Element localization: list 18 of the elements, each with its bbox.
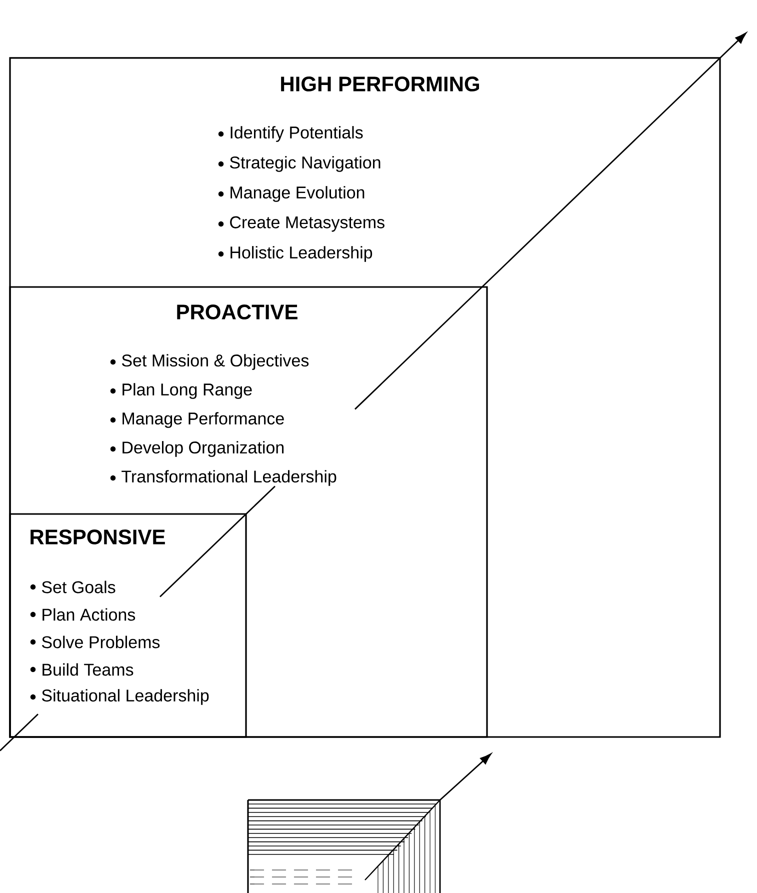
bullet-item: Transformational Leadership	[110, 470, 336, 486]
bullet-item: Manage Performance	[110, 412, 284, 428]
bullet-item: Set Mission & Objectives	[110, 354, 309, 370]
stage-heading: RESPONSIVE	[30, 530, 165, 544]
bullet-item: Create Metasystems	[218, 216, 384, 232]
bullet-item: Identify Potentials	[218, 126, 363, 142]
bullet-item: Manage Evolution	[218, 186, 364, 202]
bullet-item: Build Teams	[30, 663, 134, 676]
bullet-item: Holistic Leadership	[218, 246, 372, 262]
bullet-item: Develop Organization	[110, 441, 284, 457]
stage-heading: HIGH PERFORMING	[281, 76, 479, 92]
stage-heading: PROACTIVE	[177, 304, 298, 320]
bullet-item: Solve Problems	[30, 636, 160, 648]
bullet-item: Situational Leadership	[30, 689, 209, 705]
bullet-item: Plan Actions	[30, 608, 136, 621]
bullet-item: Strategic Navigation	[218, 156, 380, 172]
bullet-item: Plan Long Range	[110, 383, 252, 399]
bullet-item: Set Goals	[30, 580, 116, 594]
